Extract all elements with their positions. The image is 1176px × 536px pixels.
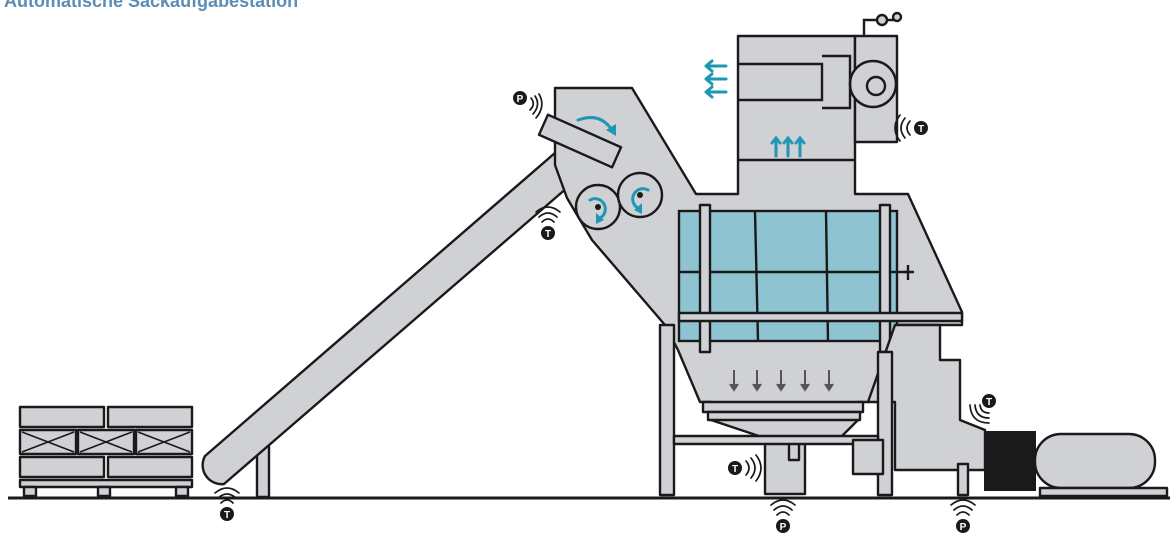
sensor-letter: T [918,124,924,135]
temperature-sensor-icon: T [214,487,240,521]
sensor-letter: T [732,464,738,475]
sensor-letter: T [545,229,551,240]
page-title: Automatische Sackaufgabestation [4,0,299,11]
material-flow-arrow-icon [729,370,834,392]
sensor-letter: P [517,94,524,105]
rotation-arrow-icon [576,116,650,224]
temperature-sensor-icon: T [535,206,561,240]
airflow-arrow-icon [704,59,806,158]
temperature-sensor-icon: T [969,394,996,424]
pressure-sensor-icon: P [513,91,543,119]
temperature-sensor-icon: T [894,114,928,142]
discharge-motor [984,431,1169,498]
sensor-letter: T [224,510,230,521]
pressure-sensor-icon: P [770,499,796,533]
pressure-sensor-icon: P [950,499,976,533]
sack-pallet [18,405,194,498]
feeding-hopper [537,11,987,497]
temperature-sensor-icon: T [728,454,762,482]
sensor-letter: P [960,522,967,533]
sensor-letter: P [780,522,787,533]
inclined-conveyor [201,138,596,499]
sensor-letter: T [986,397,992,408]
